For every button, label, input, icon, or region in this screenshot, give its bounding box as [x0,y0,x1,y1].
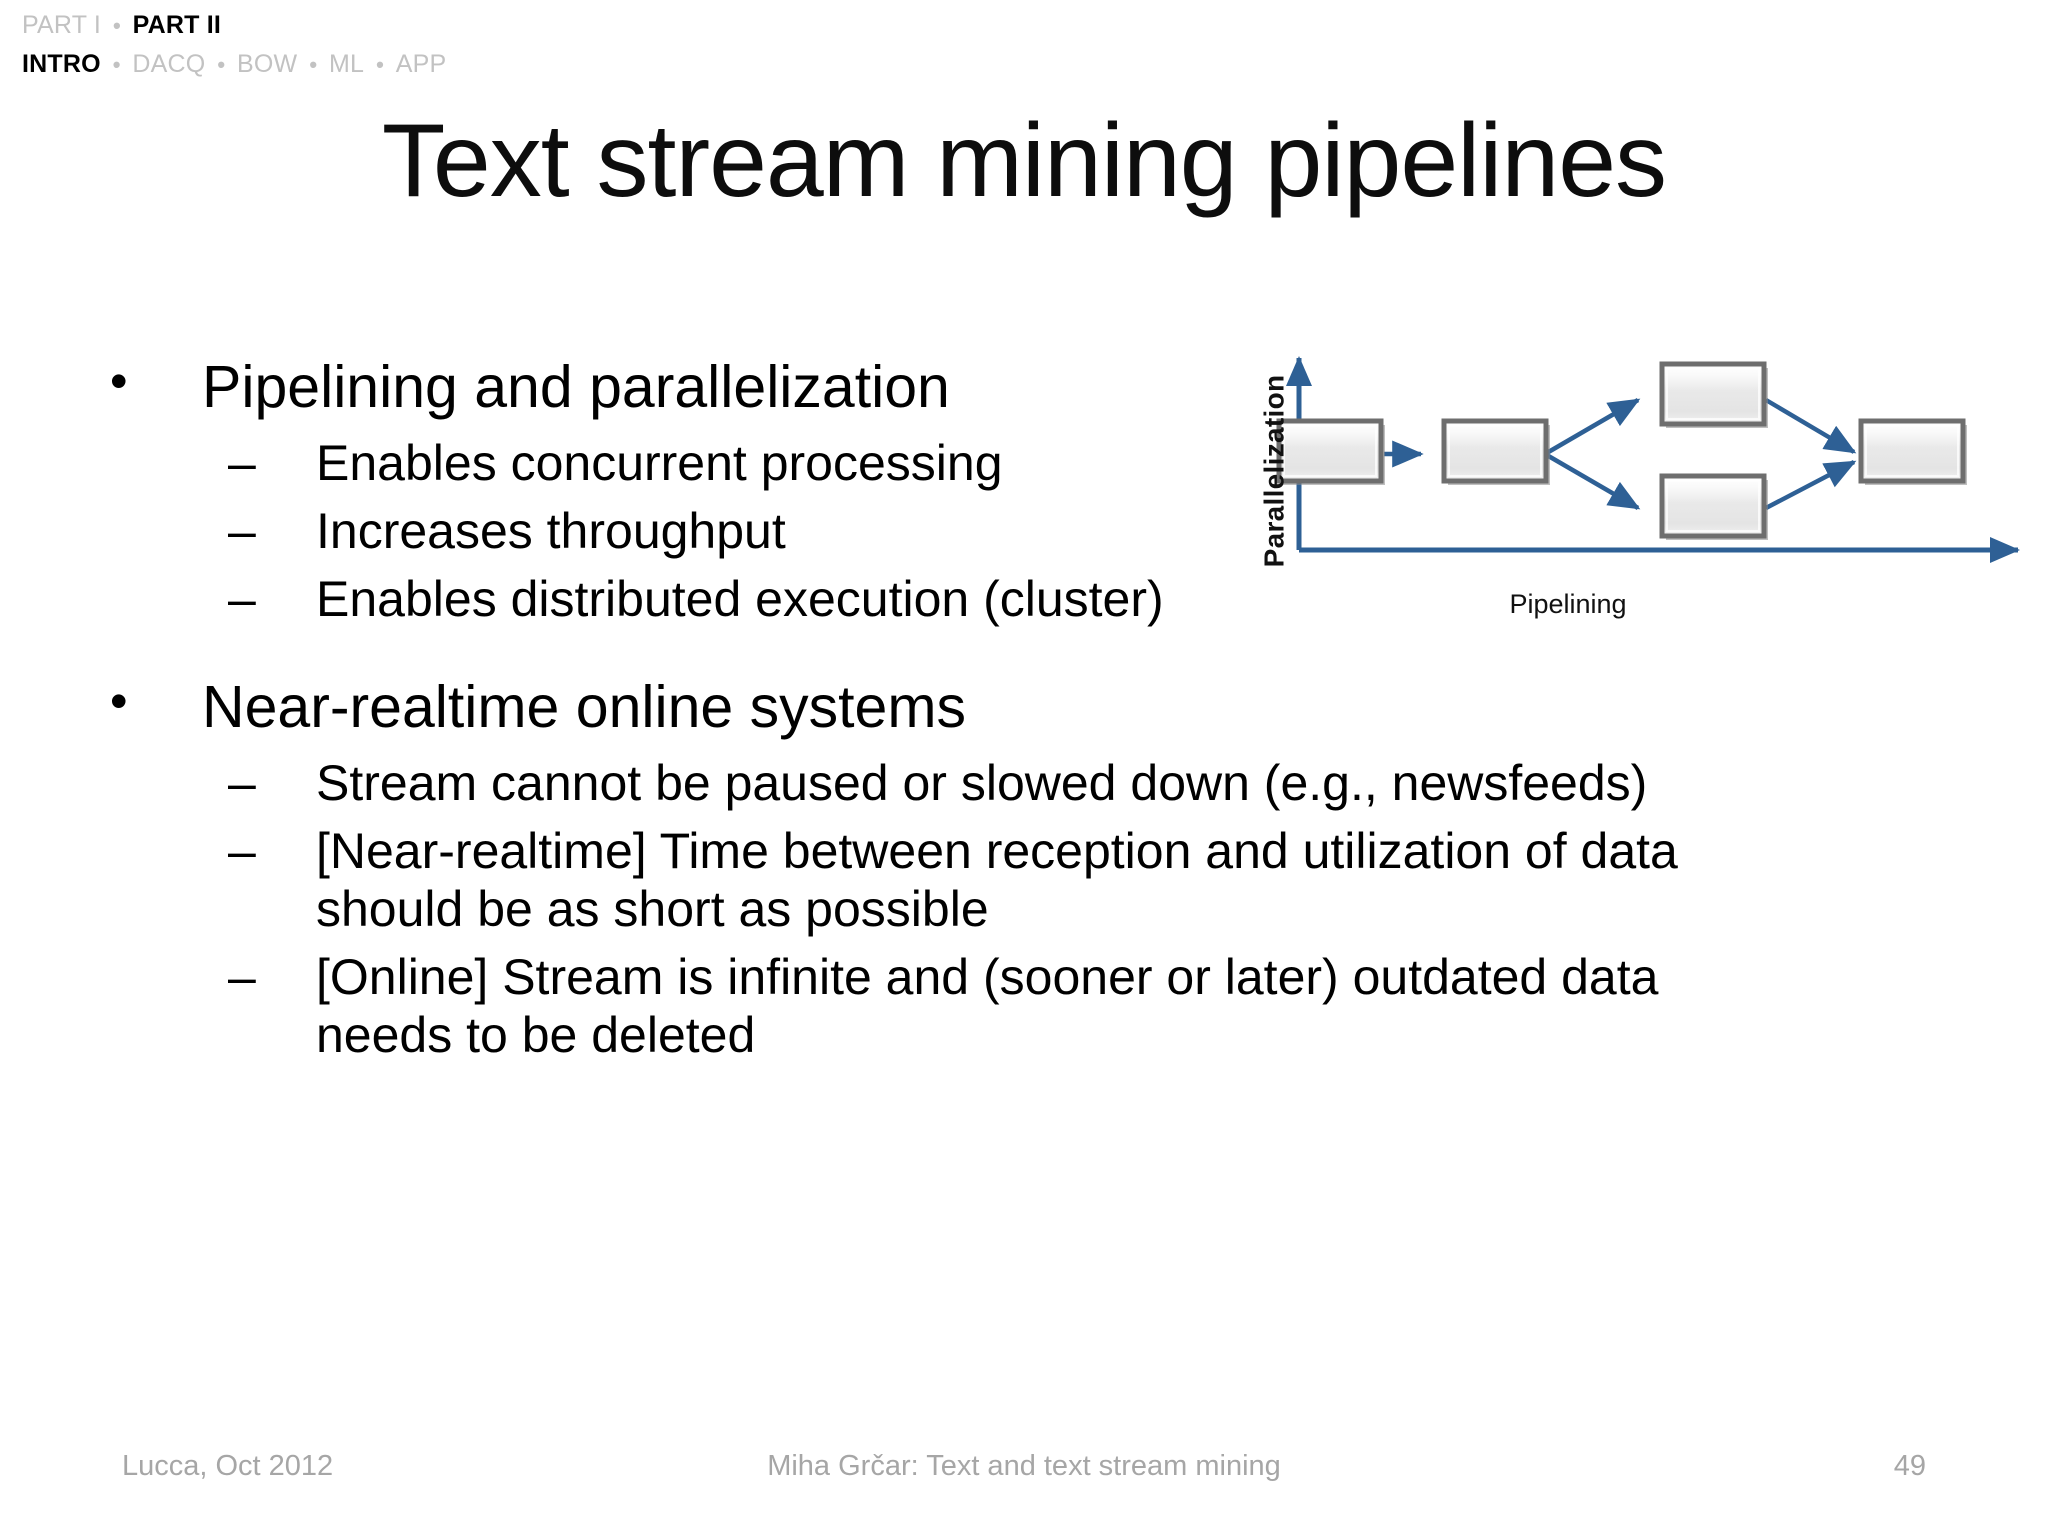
diagram-node-branch-top[interactable] [1659,361,1768,428]
edge-stage2-branch-top [1543,398,1641,456]
sub-bullet-item: – Stream cannot be paused or slowed down… [110,754,1930,812]
sub-bullet-item: – Enables distributed execution (cluster… [110,570,1930,628]
x-axis-label: Pipelining [1509,589,1627,619]
breadcrumb-separator: • [309,51,318,77]
y-axis-label: Parallelization [1258,374,1290,568]
breadcrumb-line-section: INTRO • DACQ • BOW • ML • APP [22,45,1022,84]
footer-slide-number: 49 [1893,1450,1926,1482]
sub-bullet-marker: – [228,502,256,559]
page-title: Text stream mining pipelines [381,103,1667,219]
bullet-marker: • [110,672,128,729]
breadcrumb-item-dacq[interactable]: DACQ [132,49,206,78]
slide-body: • Pipelining and parallelization – Enabl… [110,352,1930,1064]
breadcrumb-item-intro[interactable]: INTRO [22,49,101,78]
breadcrumb-separator: • [376,51,384,77]
bullet-text: Near-realtime online systems [202,673,966,740]
sub-bullet-text: [Near-realtime] Time between reception a… [316,822,1678,937]
edge-stage2-branch-bottom [1543,452,1641,510]
pipeline-diagram: Parallelization Pipelining [1258,344,2048,644]
sub-bullet-item: – Enables concurrent processing [110,434,1930,492]
pipeline-diagram-svg [1276,355,2021,564]
bullet-text: Pipelining and parallelization [202,354,950,420]
diagram-node-stage-2[interactable] [1441,418,1550,485]
y-axis-label-wrapper: Parallelization [1254,356,1294,586]
breadcrumb-item-ml[interactable]: ML [328,49,365,78]
bullet-item: • Near-realtime online systems [110,672,1930,744]
sub-bullet-marker: – [228,948,256,1005]
sub-bullet-item: – [Near-realtime] Time between reception… [110,822,1930,938]
diagram-nodes [1276,361,1967,540]
breadcrumb-item-part-ii[interactable]: PART II [132,11,222,39]
slide-footer: Lucca, Oct 2012 Miha Grčar: Text and tex… [0,1450,2048,1510]
bullet-marker: • [110,353,128,409]
sub-bullet-text: Stream cannot be paused or slowed down (… [316,754,1648,811]
breadcrumb-separator: • [112,51,121,77]
edge-branch-top-merge [1764,398,1857,454]
sub-bullet-marker: – [228,822,256,879]
diagram-node-branch-bottom[interactable] [1659,473,1768,540]
breadcrumb-separator: • [112,13,121,38]
breadcrumb-item-bow[interactable]: BOW [237,49,298,78]
footer-event: Lucca, Oct 2012 [122,1450,334,1482]
sub-bullet-item: – [Online] Stream is infinite and (soone… [110,948,1930,1064]
breadcrumb-separator: • [217,51,226,77]
sub-bullet-marker: – [228,754,256,811]
sub-bullet-marker: – [228,570,256,627]
sub-bullet-text: Enables concurrent processing [316,434,1003,491]
breadcrumb-item-app[interactable]: APP [395,49,447,78]
edge-branch-bottom-merge [1764,460,1857,510]
bullet-item: • Pipelining and parallelization [110,352,1930,424]
sub-bullet-marker: – [228,434,256,491]
breadcrumb-line-part: PART I • PART II [22,6,1022,45]
diagram-node-stage-1[interactable] [1276,418,1385,485]
sub-bullet-item: – Increases throughput [110,502,1930,560]
diagram-node-stage-merge[interactable] [1858,418,1967,485]
sub-bullet-text: [Online] Stream is infinite and (sooner … [316,948,1659,1063]
diagram-edges [1384,398,1857,510]
breadcrumb-item-part-i[interactable]: PART I [22,11,102,39]
sub-bullet-text: Enables distributed execution (cluster) [316,570,1164,627]
footer-author: Miha Grčar: Text and text stream mining [767,1450,1281,1482]
breadcrumb: PART I • PART II INTRO • DACQ • BOW • ML… [22,6,1022,84]
sub-bullet-text: Increases throughput [316,502,786,559]
